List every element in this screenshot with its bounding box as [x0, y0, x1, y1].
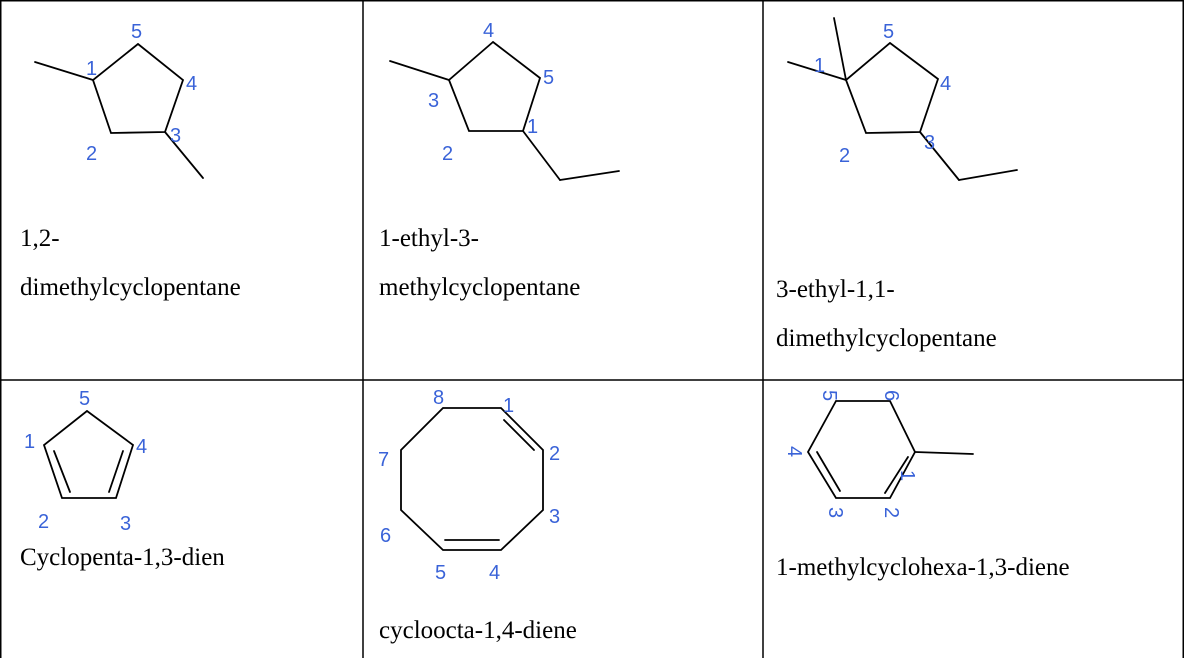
atom-label: 3	[549, 506, 560, 528]
atom-label: 5	[818, 390, 840, 401]
compound-name-line: cycloocta-1,4-diene	[379, 617, 577, 644]
cell-1-methylcyclohexa-1,3-diene: 5 6 4 1 3 2 1-methylcyclohexa-1,3-diene	[763, 380, 1184, 658]
atom-label: 2	[38, 511, 49, 533]
atom-label: 3	[170, 125, 181, 147]
atom-label: 6	[380, 525, 391, 547]
atom-label: 3	[120, 513, 131, 535]
atom-label: 3	[924, 132, 935, 154]
compound-name-line: 1-ethyl-3-	[379, 225, 479, 252]
atom-label: 4	[489, 562, 500, 584]
atom-label: 6	[880, 390, 902, 401]
atom-label: 1	[814, 55, 825, 77]
atom-label: 4	[136, 436, 147, 458]
cell-cycloocta-1,4-diene: 8 1 7 2 3 6 5 4 cycloocta-1,4-diene	[363, 380, 763, 658]
atom-label: 1	[527, 116, 538, 138]
atom-label: 4	[483, 20, 494, 42]
atom-label: 1	[896, 470, 918, 481]
cell-1-ethyl-3-methylcyclopentane: 4 5 3 1 2 1-ethyl-3- methylcyclopentane	[363, 0, 763, 380]
cell-3-ethyl-1,1-dimethylcyclopentane: 5 1 4 3 2 3-ethyl-1,1- dimethylcyclopent…	[763, 0, 1184, 380]
atom-label: 2	[839, 145, 850, 167]
compound-name-line: methylcyclopentane	[379, 274, 581, 301]
structure-3-ethyl-1,1-dimethylcyclopentane: 5 1 4 3 2	[787, 17, 1018, 181]
atom-label: 3	[824, 507, 846, 518]
compound-name-line: Cyclopenta-1,3-dien	[20, 544, 225, 571]
atom-label: 2	[442, 143, 453, 165]
structure-cyclopenta-1,3-dien: 5 1 4 2 3	[24, 388, 147, 535]
compound-name-line: dimethylcyclopentane	[20, 274, 241, 301]
structure-1,2-dimethylcyclopentane: 5 1 4 2 3	[34, 21, 204, 179]
atom-label: 2	[86, 143, 97, 165]
compound-name-line: 3-ethyl-1,1-	[776, 276, 895, 303]
atom-label: 1	[503, 395, 514, 417]
atom-label: 1	[24, 431, 35, 453]
atom-label: 5	[79, 388, 90, 410]
atom-label: 5	[131, 21, 142, 43]
atom-label: 4	[186, 73, 197, 95]
atom-label: 5	[435, 562, 446, 584]
cell-1,2-dimethylcyclopentane: 5 1 4 2 3 1,2- dimethylcyclopentane	[0, 0, 363, 380]
compound-name-line: 1-methylcyclohexa-1,3-diene	[776, 554, 1070, 581]
atom-label: 2	[549, 443, 560, 465]
atom-label: 5	[883, 21, 894, 43]
atom-label: 3	[428, 90, 439, 112]
atom-label: 4	[940, 73, 951, 95]
atom-label: 4	[783, 446, 805, 457]
compound-name-line: dimethylcyclopentane	[776, 325, 997, 352]
atom-label: 1	[86, 58, 97, 80]
atom-label: 2	[880, 507, 902, 518]
cell-cyclopenta-1,3-dien: 5 1 4 2 3 Cyclopenta-1,3-dien	[0, 380, 363, 658]
atom-label: 7	[378, 449, 389, 471]
structure-1-methylcyclohexa-1,3-diene: 5 6 4 1 3 2	[783, 390, 974, 518]
structure-cycloocta-1,4-diene: 8 1 7 2 3 6 5 4	[378, 387, 560, 584]
atom-label: 8	[433, 387, 444, 409]
atom-label: 5	[543, 67, 554, 89]
compound-name-line: 1,2-	[20, 225, 60, 252]
structure-1-ethyl-3-methylcyclopentane: 4 5 3 1 2	[389, 20, 620, 181]
